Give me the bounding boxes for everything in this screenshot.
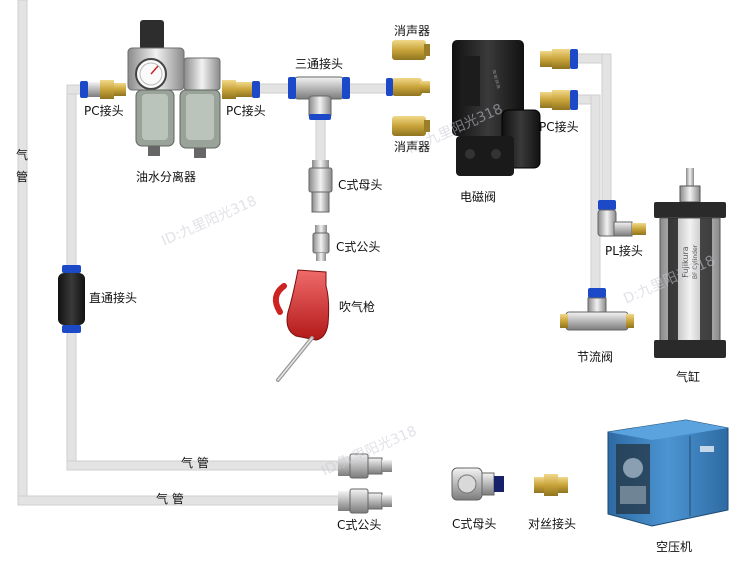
muffler-mid-icon xyxy=(386,78,430,96)
straight-joint-icon xyxy=(58,265,85,333)
label-air-pipe-bottom-2: 气 管 xyxy=(156,492,184,506)
pc-joint-left-icon xyxy=(80,80,126,99)
air-compressor-icon xyxy=(607,419,729,527)
cylinder-model-text: BF Cylinder xyxy=(692,244,699,279)
label-tee: 三通接头 xyxy=(295,57,344,71)
label-thread-joint: 对丝接头 xyxy=(528,517,577,531)
cylinder-icon: Fujikura BF Cylinder xyxy=(654,168,726,358)
label-pc-joint-mid: PC接头 xyxy=(226,104,266,118)
label-pc-joint-right: PC接头 xyxy=(539,120,579,134)
label-muffler-bottom: 消声器 xyxy=(394,140,431,154)
tee-joint-icon xyxy=(288,76,350,120)
c-male-bottom-b-icon xyxy=(338,488,392,514)
label-air-pipe-left-1: 气 xyxy=(15,148,28,162)
c-male-top-icon xyxy=(312,225,330,261)
throttle-valve-icon xyxy=(560,288,634,331)
label-straight-joint: 直通接头 xyxy=(89,291,138,305)
pl-joint-icon xyxy=(597,200,646,237)
pc-joint-right-b-icon xyxy=(540,90,578,110)
label-pc-joint-left: PC接头 xyxy=(84,104,124,118)
label-blow-gun: 吹气枪 xyxy=(339,300,376,314)
label-air-pipe-bottom-1: 气 管 xyxy=(181,456,209,470)
solenoid-valve-icon: ≡≡≡≡ xyxy=(452,40,541,176)
label-c-male-top: C式公头 xyxy=(336,240,381,254)
pipe-to-pl xyxy=(601,53,612,210)
muffler-top-icon xyxy=(392,40,430,60)
blow-gun-icon xyxy=(272,269,330,382)
label-air-pipe-left-2: 管 xyxy=(15,170,28,184)
label-c-female-bottom: C式母头 xyxy=(452,517,497,531)
muffler-bottom-icon xyxy=(392,116,430,136)
c-female-top-icon xyxy=(308,160,333,213)
pipe-to-throttle xyxy=(590,94,601,292)
pipe-outer-left xyxy=(17,0,28,505)
label-throttle: 节流阀 xyxy=(577,350,614,364)
label-pl-joint: PL接头 xyxy=(605,244,643,258)
label-cylinder: 气缸 xyxy=(676,370,701,384)
label-filter: 油水分离器 xyxy=(136,170,197,184)
label-c-female-top: C式母头 xyxy=(338,178,383,192)
cylinder-brand-text: Fujikura xyxy=(681,246,690,277)
pc-joint-mid-icon xyxy=(222,80,260,99)
c-female-bottom-icon xyxy=(451,467,504,501)
filter-regulator-icon xyxy=(127,20,221,158)
label-c-male-bottom: C式公头 xyxy=(337,518,382,532)
thread-joint-icon xyxy=(534,474,568,496)
label-solenoid: 电磁阀 xyxy=(460,190,497,204)
svg-text:≡≡≡≡: ≡≡≡≡ xyxy=(490,69,502,90)
c-male-bottom-a-icon xyxy=(338,453,392,479)
pc-joint-right-a-icon xyxy=(540,49,578,69)
label-compressor: 空压机 xyxy=(656,540,693,554)
label-muffler-top: 消声器 xyxy=(394,24,431,38)
